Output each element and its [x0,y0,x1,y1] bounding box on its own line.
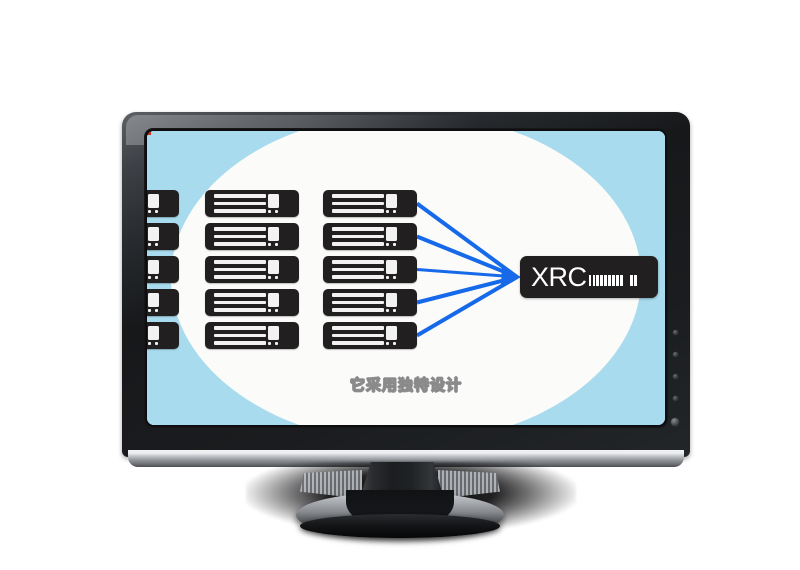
server-bars-icon [332,227,384,246]
server-led-icon [147,309,151,313]
server-panel-icon [268,227,279,241]
server-led-icon [274,309,278,313]
select-button[interactable] [672,396,678,401]
server-led-icon [274,342,278,346]
down-button[interactable] [672,374,678,379]
server-bars-icon [214,194,266,213]
server-node[interactable] [205,223,299,250]
monitor-osd-buttons [668,330,682,426]
power-button[interactable] [671,418,679,426]
server-led-icon [267,309,271,313]
server-led-icon [385,243,389,247]
server-bars-icon [214,293,266,312]
server-node[interactable] [147,223,179,250]
server-led-icon [267,243,271,247]
server-node[interactable] [205,322,299,349]
server-panel-icon [148,260,159,274]
server-led-icon [147,210,151,214]
server-led-icon [154,210,158,214]
server-node[interactable] [205,256,299,283]
server-led-icon [385,276,389,280]
xrc-label: XRC [531,261,587,292]
menu-button[interactable] [672,330,678,335]
server-node[interactable] [323,289,417,316]
server-bars-icon [214,260,266,279]
server-led-icon [274,210,278,214]
server-panel-icon [386,293,397,307]
server-led-icon [267,210,271,214]
server-panel-icon [148,194,159,208]
server-led-icon [392,210,396,214]
server-node[interactable] [323,190,417,217]
server-led-icon [147,276,151,280]
server-node[interactable] [205,190,299,217]
monitor-stand [0,462,800,570]
server-bars-icon [214,227,266,246]
up-button[interactable] [672,352,678,357]
server-bars-icon [332,293,384,312]
server-node[interactable] [323,223,417,250]
server-led-icon [274,276,278,280]
slide-caption: 它采用独特设计 [349,376,462,395]
server-led-icon [147,243,151,247]
server-panel-icon [386,227,397,241]
server-panel-icon [268,194,279,208]
server-led-icon [154,309,158,313]
topology-link [415,201,519,279]
stand-base-lip [300,514,500,538]
topology-links [415,201,521,338]
server-panel-icon [386,326,397,340]
topology-link [415,275,519,338]
network-topology-diagram: XRC 它采用独特设计 [147,131,665,425]
topology-link [416,267,521,285]
server-led-icon [392,342,396,346]
server-led-icon [154,342,158,346]
server-panel-icon [148,326,159,340]
monitor-device: XRC 它采用独特设计 [122,112,690,457]
server-node[interactable] [147,190,179,217]
server-led-icon [392,276,396,280]
link-arrowhead-icon [505,268,521,286]
server-led-icon [274,243,278,247]
server-bars-icon [332,194,384,213]
server-panel-icon [268,293,279,307]
server-led-icon [385,210,389,214]
xrc-tick-marks [588,272,639,286]
server-led-icon [392,309,396,313]
server-bars-icon [214,326,266,345]
server-panel-icon [386,194,397,208]
server-led-icon [154,276,158,280]
server-led-icon [267,342,271,346]
server-panel-icon [386,260,397,274]
server-led-icon [154,243,158,247]
server-node[interactable] [205,289,299,316]
server-led-icon [385,342,389,346]
monitor-screen: XRC 它采用独特设计 [147,131,665,425]
server-node[interactable] [147,322,179,349]
screen-corner-marker [147,131,151,135]
server-node[interactable] [147,256,179,283]
server-panel-icon [148,293,159,307]
server-bars-icon [332,260,384,279]
server-led-icon [392,243,396,247]
server-led-icon [385,309,389,313]
server-panel-icon [148,227,159,241]
server-node[interactable] [323,256,417,283]
topology-link [416,275,518,305]
server-node[interactable] [147,289,179,316]
xrc-target-node[interactable]: XRC [520,256,658,298]
server-bars-icon [332,326,384,345]
server-node[interactable] [323,322,417,349]
topology-link [416,234,518,279]
server-led-icon [147,342,151,346]
server-panel-icon [268,260,279,274]
server-led-icon [267,276,271,280]
server-panel-icon [268,326,279,340]
